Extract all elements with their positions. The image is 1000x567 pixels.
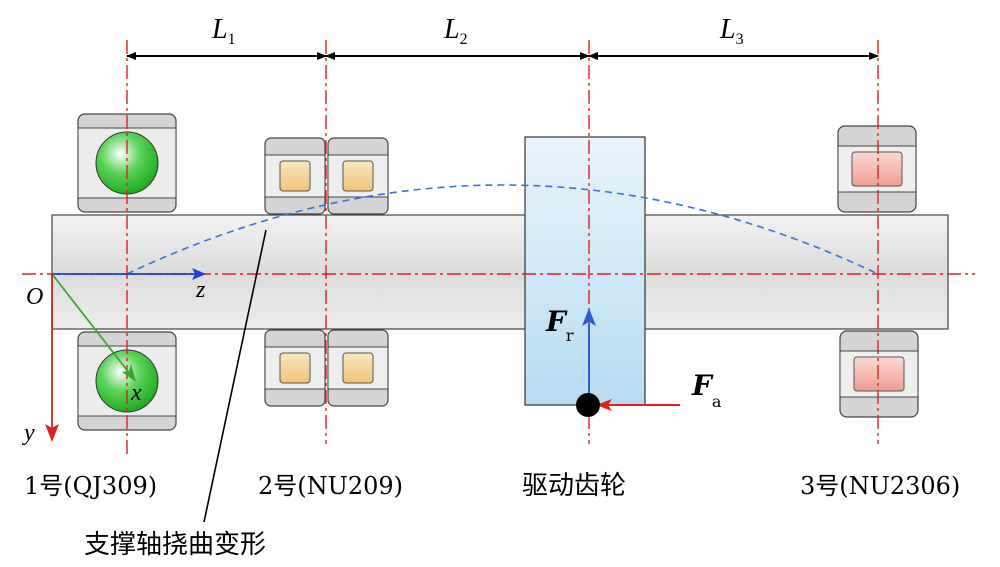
deflection-leader <box>203 229 267 523</box>
bearing-2-top <box>264 137 389 215</box>
x-axis <box>51 273 131 375</box>
y-axis-arrowhead <box>45 424 59 442</box>
bearing-3-bottom <box>839 330 919 418</box>
bearing-1-top <box>77 113 177 213</box>
x-axis-arrowhead <box>122 364 136 382</box>
bearing-3-label: 3号(NU2306) <box>800 472 960 500</box>
radial-force-label: Fr <box>545 305 574 345</box>
dim-L3-label: L3 <box>719 14 744 48</box>
shaft <box>51 214 949 330</box>
contact-point-marker <box>576 393 600 417</box>
bearing-3-top <box>837 125 917 213</box>
bearing-2-label: 2号(NU209) <box>258 472 403 500</box>
axial-force-label: Fa <box>691 369 722 411</box>
z-axis-label: z <box>195 277 206 303</box>
deflection-label: 支撑轴挠曲变形 <box>84 530 266 560</box>
axial-force-arrowhead <box>596 399 612 411</box>
z-axis-arrowhead <box>192 268 206 280</box>
dim-L1-label: L1 <box>211 14 236 48</box>
y-axis-label: y <box>22 420 35 446</box>
origin-label: O <box>26 284 43 310</box>
dim-L2-label: L2 <box>443 14 468 48</box>
deflection-curve <box>126 184 879 275</box>
bearing-2-bottom <box>264 329 389 407</box>
x-axis-label: x <box>130 380 142 406</box>
gear-label: 驱动齿轮 <box>522 471 626 501</box>
drive-gear <box>524 136 646 406</box>
radial-force-arrowhead <box>582 308 596 326</box>
bearing-1-bottom <box>77 331 177 431</box>
bearing-1-label: 1号(QJ309) <box>24 472 157 500</box>
